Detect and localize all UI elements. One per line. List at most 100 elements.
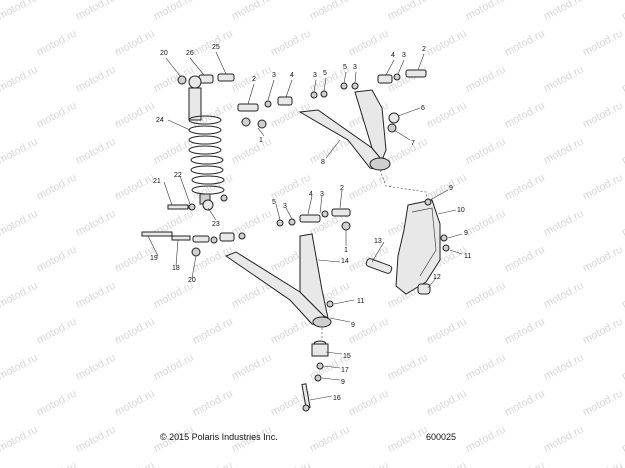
watermark-text: motod.ru (35, 244, 79, 275)
watermark-text: motod.ru (464, 136, 508, 167)
watermark-text: motod.ru (464, 352, 508, 383)
watermark-text: motod.ru (425, 388, 469, 419)
watermark-text: motod.ru (35, 100, 79, 131)
ring-lower-b (288, 218, 296, 226)
watermark-text: motod.ru (269, 28, 313, 59)
pivot-lower-left (219, 232, 235, 242)
watermark-text: motod.ru (620, 352, 625, 383)
bolt-16-head (302, 404, 310, 412)
callout-4: 4 (309, 191, 313, 198)
watermark-text: motod.ru (581, 244, 625, 275)
watermark-text: motod.ru (269, 172, 313, 203)
nut-lower-right (341, 221, 351, 231)
callout-11: 11 (464, 253, 471, 260)
callout-3: 3 (402, 52, 406, 59)
watermark-text: motod.ru (503, 316, 547, 347)
shock-bolt-25 (217, 73, 235, 82)
watermark-text: motod.ru (0, 28, 1, 59)
nut-upper-left-a (241, 117, 251, 127)
lower-a-arm-assembly (141, 208, 351, 328)
watermark-text: motod.ru (503, 172, 547, 203)
watermark-text: motod.ru (0, 208, 40, 239)
watermark-text: motod.ru (347, 172, 391, 203)
washer-lower-left (210, 236, 218, 244)
callout-13: 13 (374, 238, 382, 245)
watermark-text: motod.ru (464, 208, 508, 239)
watermark-text: motod.ru (542, 280, 586, 311)
watermark-text: motod.ru (74, 280, 118, 311)
bushing-lower-right-b (331, 208, 351, 217)
watermark-text: motod.ru (464, 0, 508, 23)
watermark-text: motod.ru (230, 352, 274, 383)
callout-26: 26 (186, 50, 194, 57)
callout-25: 25 (212, 44, 220, 51)
watermark-text: motod.ru (191, 316, 235, 347)
watermark-text: motod.ru (0, 352, 40, 383)
callout-9: 9 (351, 322, 355, 329)
nut-11a (442, 244, 450, 252)
copyright-notice: © 2015 Polaris Industries Inc. (160, 432, 278, 442)
watermark-text: motod.ru (152, 0, 196, 23)
watermark-text: motod.ru (542, 352, 586, 383)
callout-16: 16 (333, 395, 341, 402)
callout-9: 9 (449, 185, 453, 192)
bushing-lower-left (192, 235, 210, 243)
callout-8: 8 (321, 159, 325, 166)
callout-1: 1 (259, 137, 263, 144)
ring-upper-b (320, 90, 328, 98)
bushing-upper-left (237, 103, 259, 112)
callout-3: 3 (313, 72, 317, 79)
lower-arm-ball-joint (312, 316, 332, 328)
watermark-text: motod.ru (0, 244, 1, 275)
callout-18: 18 (172, 265, 180, 272)
callout-2: 2 (340, 185, 344, 192)
callout-20: 20 (160, 50, 168, 57)
upper-a-arm-assembly (237, 69, 427, 171)
watermark-text: motod.ru (386, 352, 430, 383)
watermark-text: motod.ru (0, 460, 1, 468)
watermark-text: motod.ru (464, 424, 508, 455)
watermark-text: motod.ru (620, 424, 625, 455)
watermark-text: motod.ru (152, 352, 196, 383)
nut-upper-left-b (257, 119, 267, 129)
bushing-lower-right-a (299, 214, 321, 223)
callout-20: 20 (188, 277, 196, 284)
watermark-text: motod.ru (581, 172, 625, 203)
shock-lower-eye (202, 199, 214, 211)
callout-4: 4 (290, 72, 294, 79)
watermark-text: motod.ru (425, 460, 469, 468)
watermark-text: motod.ru (230, 208, 274, 239)
watermark-text: motod.ru (620, 0, 625, 23)
callout-3: 3 (283, 203, 287, 210)
shock-upper-eye (188, 75, 202, 89)
callout-11: 11 (357, 298, 364, 305)
ring-upper-a (310, 91, 318, 99)
watermark-text: motod.ru (503, 388, 547, 419)
watermark-text: motod.ru (620, 208, 625, 239)
bushing-upper-right (405, 69, 427, 78)
watermark-text: motod.ru (0, 424, 40, 455)
watermark-text: motod.ru (542, 64, 586, 95)
washer-9a (424, 198, 432, 206)
shock-bushing-top (177, 75, 187, 85)
leader-lines (147, 51, 463, 401)
ring-upper-c (340, 82, 348, 90)
watermark-text: motod.ru (113, 388, 157, 419)
watermark-text: motod.ru (113, 460, 157, 468)
watermark-text: motod.ru (74, 136, 118, 167)
ring-lower-left (238, 232, 246, 240)
watermark-text: motod.ru (581, 460, 625, 468)
watermark-text: motod.ru (269, 460, 313, 468)
callout-23: 23 (212, 221, 220, 228)
watermark-text: motod.ru (0, 136, 40, 167)
watermark-text: motod.ru (542, 136, 586, 167)
watermark-text: motod.ru (347, 460, 391, 468)
watermark-text: motod.ru (308, 0, 352, 23)
watermark-text: motod.ru (581, 316, 625, 347)
callout-7: 7 (411, 140, 415, 147)
watermark-text: motod.ru (620, 64, 625, 95)
watermark-text: motod.ru (0, 280, 40, 311)
watermark-text: motod.ru (0, 64, 40, 95)
callout-9: 9 (464, 230, 468, 237)
